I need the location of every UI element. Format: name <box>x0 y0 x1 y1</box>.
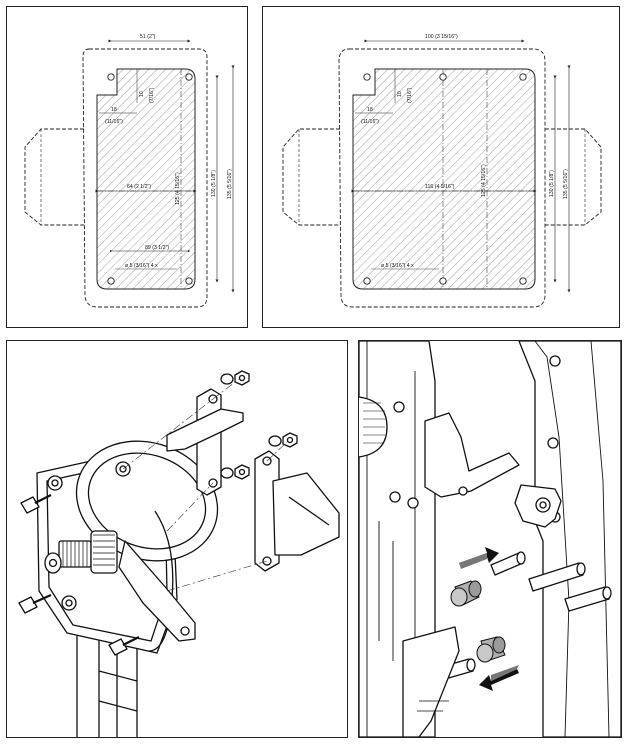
cutout-drawing-small: 51 (2") 64 (2 1/2") 130 (5 1/8") 135 (5 … <box>24 34 235 308</box>
dim-corner-v-label: 10 <box>139 91 145 97</box>
dim-corner-h-label: 18 <box>367 107 373 113</box>
dim-135-label: 135 (5 5/16") <box>563 169 569 199</box>
nut-washer-lower <box>268 432 298 448</box>
nut-washer-top <box>220 370 250 386</box>
pin-upper <box>490 551 526 576</box>
nut-washer-mid <box>220 464 250 480</box>
side-lobe-outline <box>24 128 84 226</box>
mounting-holes <box>363 73 527 285</box>
dim-top-label: 51 (2") <box>140 34 156 40</box>
dim-125-label: 125 (4 15/16") <box>481 164 487 197</box>
dim-89-label: 89 (3 1/2") <box>145 245 169 251</box>
side-lobe-left <box>282 128 340 226</box>
mounting-holes <box>107 73 193 285</box>
screw-left-top <box>20 494 52 514</box>
pin-lower <box>528 562 586 592</box>
dim-125-label: 125 (4 15/16") <box>175 172 181 205</box>
arrow-remove-icon <box>479 665 519 691</box>
cutout-drawing-large-panel: 100 (3 15/16") 116 (4 9/16") 130 (5 1/8"… <box>262 6 620 328</box>
gear-wheel <box>90 530 118 574</box>
lever-plate <box>118 540 196 642</box>
cutout-drawing-large: 100 (3 15/16") 116 (4 9/16") 130 (5 1/8"… <box>282 34 602 308</box>
dim-hole-label: ø 5 (3/16") 4 x <box>125 263 158 269</box>
dim-mid-width-label: 64 (2 1/2") <box>127 184 151 190</box>
cutout-drawing-small-panel: 51 (2") 64 (2 1/2") 130 (5 1/8") 135 (5 … <box>6 6 248 328</box>
housing-outline <box>338 48 546 308</box>
exploded-assembly-panel <box>6 340 348 738</box>
dim-corner-v-inch-label: (7/16") <box>407 87 413 103</box>
dim-130-label: 130 (5 1/8") <box>549 170 555 197</box>
support-bracket <box>424 412 520 498</box>
screw-bottom <box>108 636 140 656</box>
bushing-top <box>450 580 482 607</box>
right-frame <box>518 341 621 737</box>
dim-corner-h-inch-label: (11/16") <box>361 119 379 125</box>
dim-130-label: 130 (5 1/8") <box>211 170 217 197</box>
bushing-bottom <box>476 636 506 663</box>
bushing-detail-illustration <box>359 341 621 737</box>
dim-top-label: 100 (3 15/16") <box>425 34 458 40</box>
side-lobe-right <box>545 128 602 226</box>
alignment-lines <box>122 378 290 592</box>
cutout-area <box>96 68 196 290</box>
housing-outline <box>82 48 208 308</box>
dim-corner-v-inch-label: (7/16") <box>149 87 155 103</box>
dim-135-label: 135 (5 5/16") <box>227 169 233 199</box>
screw-left-bottom <box>18 593 52 614</box>
dim-corner-h-label: 18 <box>111 107 117 113</box>
exploded-assembly-illustration <box>18 370 340 737</box>
dim-corner-h-inch-label: (11/16") <box>105 119 123 125</box>
bushing-detail-panel <box>358 340 622 738</box>
chassis-rail <box>76 621 138 737</box>
dim-corner-v-label: 10 <box>397 91 403 97</box>
cutout-area <box>352 68 536 290</box>
arrow-insert-icon <box>459 547 499 569</box>
dim-mid-width-label: 116 (4 9/16") <box>425 184 455 190</box>
pin-bottom <box>564 586 612 612</box>
dim-hole-label: ø 5 (3/16") 4 x <box>381 263 414 269</box>
